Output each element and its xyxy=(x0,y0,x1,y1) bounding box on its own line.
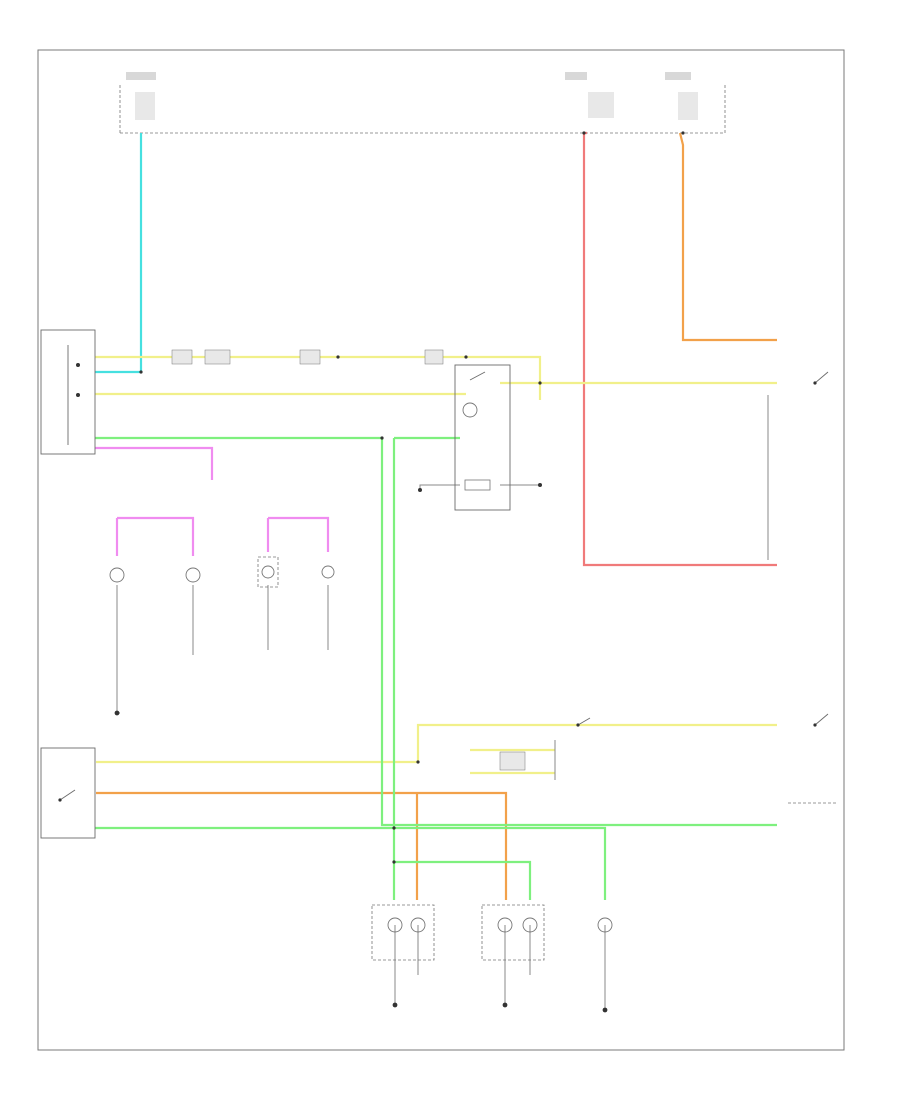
lamp-2 xyxy=(185,567,201,583)
right-switch-upper xyxy=(813,371,829,385)
fuse-left xyxy=(126,72,156,120)
headlamp-switch xyxy=(40,329,96,455)
headlamp-left xyxy=(371,904,435,961)
fog-lamp-relay xyxy=(454,364,511,511)
lamp-3 xyxy=(257,556,279,588)
headlamp-right xyxy=(481,904,545,961)
wire-red xyxy=(582,131,777,567)
junction-dots xyxy=(139,131,685,864)
wire-orange-lower xyxy=(96,791,508,900)
wire-pink-4 xyxy=(268,516,330,552)
wire-green-5 xyxy=(394,860,532,900)
fuse-right xyxy=(665,72,698,120)
lamp-4 xyxy=(321,565,335,579)
fuse-middle xyxy=(565,72,614,118)
wire-green-6 xyxy=(394,826,607,900)
right-switch-lower xyxy=(813,713,829,727)
wire-pink-2 xyxy=(117,516,195,556)
dimmer-switch xyxy=(576,717,591,727)
wire-yellow-4 xyxy=(96,723,777,764)
ground-symbols xyxy=(114,483,608,1013)
wire-yellow-1 xyxy=(95,355,542,400)
diagram-frame xyxy=(37,49,845,1051)
fuse-panel xyxy=(119,72,726,134)
ground-wires xyxy=(116,395,769,1010)
wire-orange-upper xyxy=(678,132,777,342)
inline-connectors xyxy=(171,349,526,771)
wire-green-1 xyxy=(95,436,777,827)
lamp-1 xyxy=(109,567,125,583)
headlamp-dimmer-switch xyxy=(40,747,96,839)
wire-light-blue xyxy=(95,133,143,374)
wire-pink-1 xyxy=(95,446,214,480)
instrument-cluster xyxy=(597,917,613,933)
